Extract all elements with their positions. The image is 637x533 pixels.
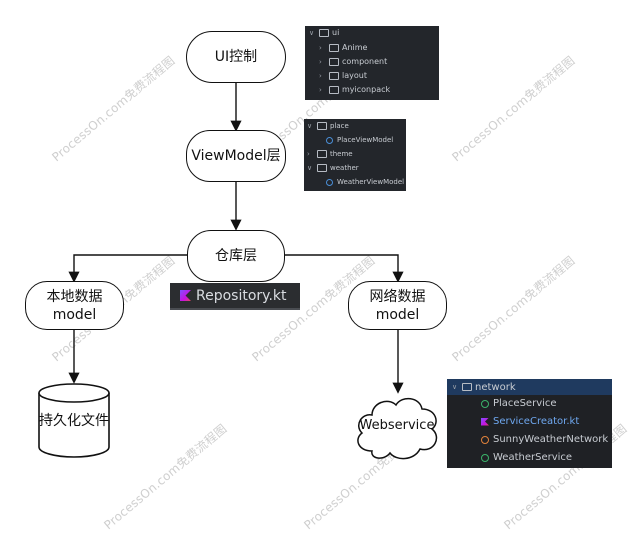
folder-icon [317, 122, 327, 130]
folder-icon [329, 85, 339, 94]
tree-label: PlaceService [493, 398, 557, 409]
viewmodel-folder-panel: ∨ place PlaceViewModel › theme ∨ weather… [304, 119, 406, 191]
ui-folder-panel: ∨ ui › Anime › component › layout › myic… [305, 26, 439, 100]
tree-row-anime[interactable]: › Anime [319, 43, 367, 52]
folder-icon [462, 383, 472, 391]
tree-label: network [475, 381, 516, 393]
edge-repository-local [68, 254, 187, 283]
tree-row-component[interactable]: › component [319, 57, 387, 66]
node-repository-label: 仓库层 [215, 248, 257, 264]
chevron-right-icon: › [319, 71, 322, 80]
folder-icon [329, 43, 339, 52]
tree-label: weather [330, 164, 359, 172]
chevron-down-icon: ∨ [309, 28, 315, 37]
chevron-right-icon: › [319, 85, 322, 94]
node-ui[interactable]: UI控制 [186, 31, 286, 83]
kotlin-class-icon [326, 178, 333, 186]
repository-file-name: Repository.kt [196, 287, 287, 304]
folder-icon [329, 57, 339, 66]
chevron-right-icon: › [319, 43, 322, 52]
edge-repository-network [285, 254, 404, 283]
object-icon [481, 435, 489, 444]
tree-label: component [342, 57, 388, 66]
interface-icon [481, 453, 489, 462]
tree-label: SunnyWeatherNetwork [493, 434, 609, 445]
node-ui-label: UI控制 [214, 49, 258, 65]
tree-row-ui[interactable]: ∨ ui [309, 28, 339, 37]
chevron-down-icon: ∨ [307, 122, 313, 130]
kotlin-file-icon [180, 290, 191, 301]
tree-row-weatherservice[interactable]: WeatherService [481, 452, 572, 463]
folder-icon [317, 150, 327, 158]
tree-label: ui [332, 28, 340, 37]
node-viewmodel-label: ViewModel层 [191, 148, 281, 164]
chevron-right-icon: › [319, 57, 322, 66]
tree-row-placeservice[interactable]: PlaceService [481, 398, 557, 409]
tree-label: Anime [342, 43, 368, 52]
folder-icon [319, 28, 329, 37]
tree-row-weatherviewmodel[interactable]: WeatherViewModel [326, 178, 404, 186]
kotlin-file-icon [481, 417, 489, 426]
node-persistence-label: 持久化文件 [39, 413, 109, 429]
chevron-right-icon: › [307, 150, 310, 158]
tree-row-weather[interactable]: ∨ weather [307, 164, 359, 172]
interface-icon [481, 399, 489, 408]
node-local-data[interactable]: 本地数据 model [25, 281, 124, 330]
repository-file-tab[interactable]: Repository.kt [170, 283, 300, 310]
chevron-down-icon: ∨ [307, 164, 313, 172]
folder-icon [329, 71, 339, 80]
chevron-down-icon: ∨ [452, 383, 458, 391]
node-persistence-cylinder[interactable] [38, 383, 110, 459]
tree-label: layout [342, 71, 367, 80]
tree-label: myiconpack [342, 85, 391, 94]
node-network-data[interactable]: 网络数据 model [348, 281, 447, 330]
tree-label: theme [330, 150, 353, 158]
network-folder-panel: ∨ network PlaceService ServiceCreator.kt… [447, 379, 612, 468]
tree-row-placeviewmodel[interactable]: PlaceViewModel [326, 136, 393, 144]
folder-icon [317, 164, 327, 172]
tree-row-network[interactable]: ∨ network [447, 379, 612, 395]
node-webservice-label: Webservice [359, 418, 435, 433]
node-local-data-line1: 本地数据 [46, 288, 103, 305]
tree-row-place[interactable]: ∨ place [307, 122, 349, 130]
connectors [68, 82, 404, 394]
node-network-data-line1: 网络数据 [369, 288, 426, 305]
tree-label: WeatherViewModel [337, 178, 405, 186]
node-local-data-line2: model [52, 306, 97, 323]
tree-label: ServiceCreator.kt [493, 416, 580, 427]
node-network-data-line2: model [375, 306, 420, 323]
tree-row-myiconpack[interactable]: › myiconpack [319, 85, 390, 94]
tree-row-theme[interactable]: › theme [307, 150, 353, 158]
node-repository[interactable]: 仓库层 [187, 230, 285, 282]
tree-label: place [330, 122, 349, 130]
tree-row-servicecreator[interactable]: ServiceCreator.kt [481, 416, 579, 427]
tree-label: PlaceViewModel [337, 136, 394, 144]
tree-row-layout[interactable]: › layout [319, 71, 367, 80]
kotlin-class-icon [326, 136, 333, 144]
tree-row-sunnyweathernetwork[interactable]: SunnyWeatherNetwork [481, 434, 608, 445]
tree-label: WeatherService [493, 452, 573, 463]
node-viewmodel[interactable]: ViewModel层 [186, 130, 286, 182]
node-webservice-cloud[interactable] [352, 391, 442, 465]
